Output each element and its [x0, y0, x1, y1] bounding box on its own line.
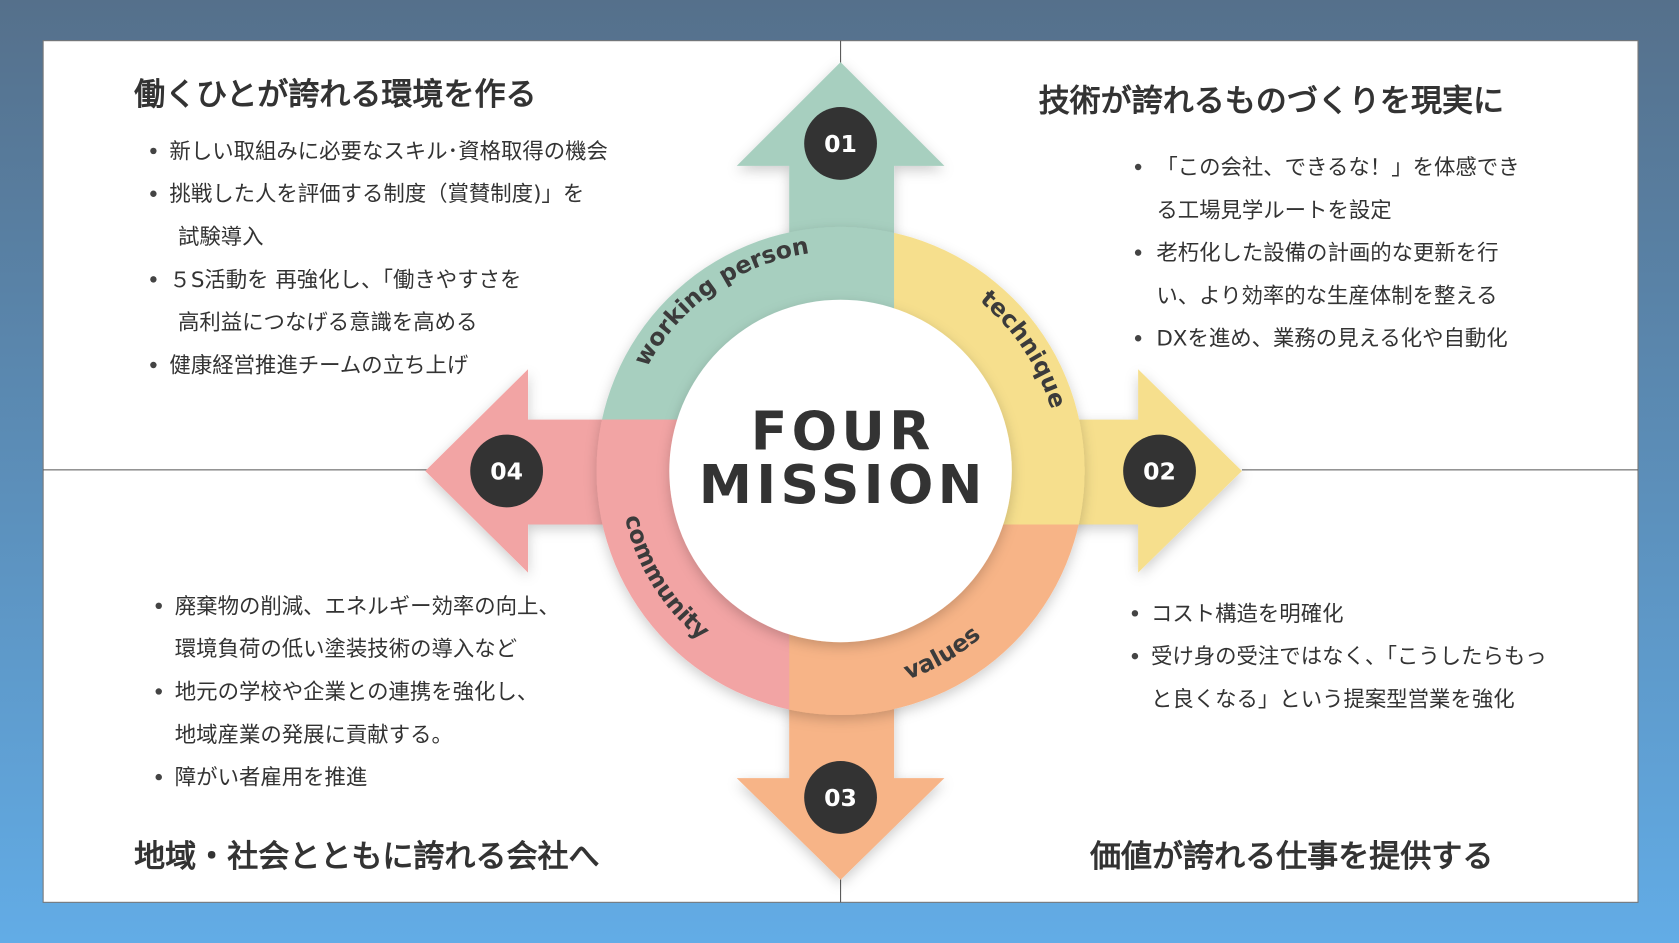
bullet-text: DXを進め、業務の見える化や自動化	[1156, 327, 1507, 352]
bullet-text: 地域産業の発展に貢献する。	[175, 723, 453, 748]
bullet-text: ５S活動を 再強化し、「働きやすさを	[169, 268, 521, 293]
heading-mission-02: 技術が誇れるものづくりを現実に	[1039, 83, 1504, 119]
heading-mission-04: 地域・社会とともに誇れる会社へ	[134, 839, 599, 875]
bullet-text: 受け身の受注ではなく、「こうしたらもっ	[1151, 645, 1547, 670]
center-title-line2: MISSION	[699, 453, 987, 516]
bullet-text: 「この会社、できるな！」を体感でき	[1156, 155, 1519, 180]
bullet-icon	[155, 773, 162, 781]
bullet-text: 健康経営推進チームの立ち上げ	[169, 353, 468, 378]
heading-mission-03: 価値が誇れる仕事を提供する	[1089, 839, 1493, 875]
bullet-icon	[1131, 610, 1139, 617]
svg-text:04: 04	[490, 458, 523, 486]
svg-text:02: 02	[1143, 458, 1176, 486]
bullet-text: 新しい取組みに必要なスキル･資格取得の機会	[169, 139, 608, 164]
center-title-line1: FOUR	[751, 400, 935, 463]
badge-03: 03	[804, 761, 877, 834]
bullet-text: と良くなる」という提案型営業を強化	[1151, 687, 1515, 712]
center-circle	[669, 299, 1012, 643]
bullet-icon	[150, 147, 157, 155]
bullet-icon	[1134, 163, 1142, 171]
bullet-text: い、より効率的な生産体制を整える	[1156, 284, 1497, 309]
bullet-icon	[150, 276, 157, 283]
bullet-text: 試験導入	[178, 225, 264, 250]
bullet-icon	[155, 688, 162, 695]
bullet-text: コスト構造を明確化	[1151, 602, 1344, 627]
badge-01: 01	[804, 107, 877, 180]
svg-text:03: 03	[824, 784, 857, 812]
badge-04: 04	[470, 434, 544, 508]
bullet-icon	[1134, 335, 1142, 342]
svg-text:01: 01	[824, 130, 857, 158]
bullet-icon	[1131, 652, 1139, 660]
bullet-text: 障がい者雇用を推進	[175, 766, 368, 791]
bullet-text: 高利益につなげる意識を高める	[178, 311, 477, 336]
badge-02: 02	[1123, 434, 1196, 508]
bullet-text: 挑戦した人を評価する制度（賞賛制度)」を	[169, 182, 584, 207]
heading-mission-01: 働くひとが誇れる環境を作る	[134, 77, 536, 113]
bullet-text: 地元の学校や企業との連携を強化し、	[175, 680, 538, 705]
bullet-icon	[150, 190, 157, 197]
bullet-icon	[155, 602, 162, 610]
bullet-icon	[150, 361, 157, 369]
bullet-icon	[1134, 249, 1142, 256]
bullet-text: る工場見学ルートを設定	[1156, 198, 1391, 223]
bullet-text: 廃棄物の削減、エネルギー効率の向上、	[175, 594, 560, 619]
bullet-text: 老朽化した設備の計画的な更新を行	[1156, 241, 1498, 266]
bullet-text: 環境負荷の低い塗装技術の導入など	[175, 637, 517, 662]
